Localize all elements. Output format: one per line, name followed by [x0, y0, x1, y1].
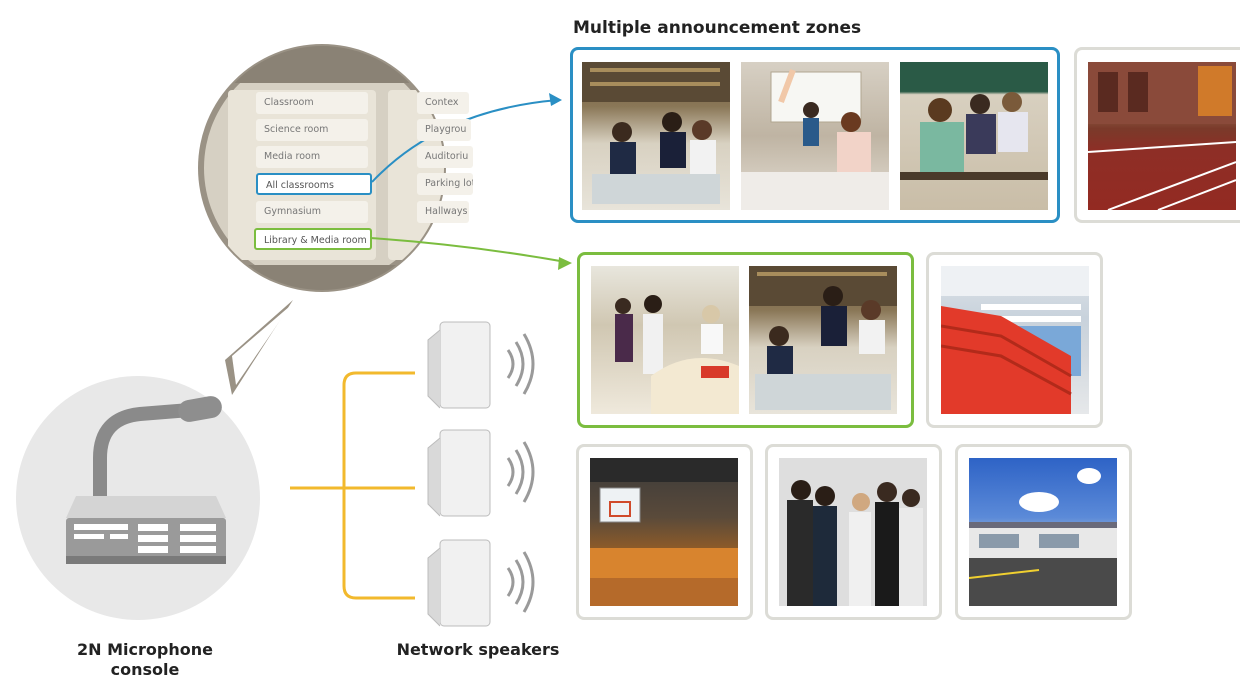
photo-classroom-desks: [900, 62, 1048, 210]
green-arrow: [369, 237, 567, 263]
zoom-item-science-room: Science room: [256, 119, 368, 141]
green-arrow-head: [558, 257, 572, 270]
microphone-console: [66, 396, 226, 564]
zoom-item-parking-lot: Parking lot: [417, 173, 473, 195]
zoom-item-media-room: Media room: [256, 146, 368, 168]
zoom-item-auditorium: Auditoriu: [417, 146, 473, 168]
photo-classroom-lab: [582, 62, 730, 210]
magnifier-tail-inner: [232, 306, 290, 385]
photo-school-exterior: [969, 458, 1117, 606]
photo-sports-court: [1088, 62, 1236, 210]
photo-library-desk: [591, 266, 739, 414]
photo-hallway: [779, 458, 927, 606]
photo-media-room: [749, 266, 897, 414]
photo-science-class: [741, 62, 889, 210]
speaker-2: [427, 429, 535, 517]
photo-cafeteria: [941, 266, 1089, 414]
speaker-3: [427, 539, 535, 627]
zones-title: Multiple announcement zones: [573, 18, 862, 38]
zoom-item-library-media: Library & Media room: [254, 228, 372, 250]
zoom-item-gymnasium: Gymnasium: [256, 201, 368, 223]
zoom-item-all-classrooms: All classrooms: [256, 173, 372, 195]
console-caption: 2N Microphone console: [77, 640, 213, 679]
zoom-item-contex: Contex: [417, 92, 469, 114]
zoom-item-classroom: Classroom: [256, 92, 368, 114]
photo-gymnasium: [590, 458, 738, 606]
zoom-item-playground: Playgrou: [417, 119, 471, 141]
blue-arrow-head: [549, 93, 562, 106]
speaker-1: [427, 321, 535, 409]
network-wires: [290, 371, 415, 600]
zoom-item-hallways: Hallways: [417, 201, 469, 223]
speakers-caption: Network speakers: [396, 640, 560, 659]
